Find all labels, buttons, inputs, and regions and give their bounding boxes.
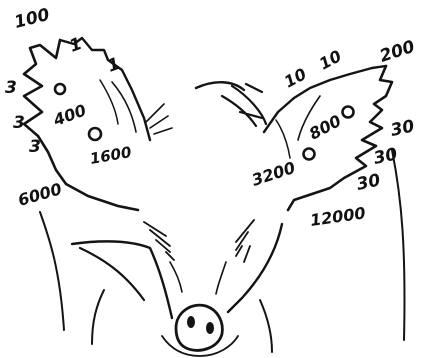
head-right-neck (260, 300, 272, 352)
right-rim-label-notch-30a: 30 (389, 116, 416, 141)
head-right-side (392, 150, 405, 340)
left-rim-label-notch-3c: 3 (29, 137, 41, 157)
left-nostril (187, 316, 195, 328)
cheek-wrinkles (170, 262, 226, 294)
right-spot-label-lower: 3200 (249, 158, 297, 190)
right-rim-label-notch-10b: 10 (316, 46, 345, 73)
left-ear-hair-tuft (146, 104, 172, 134)
right-rim-label-notch-10a: 10 (281, 64, 310, 91)
head-left-cheek (72, 241, 172, 318)
left-rim-label-notch-3a: 3 (5, 78, 17, 98)
left-rim-label-top: 100 (12, 5, 51, 33)
snout (162, 305, 238, 356)
left-ear-spot-lower (89, 128, 101, 140)
right-rim-label-top: 200 (377, 37, 417, 67)
head-right-cheek (228, 224, 282, 312)
left-rim-label-notch-1b: 1 (105, 54, 123, 77)
right-spot-label-upper: 800 (306, 111, 344, 143)
right-ear-vein-2 (276, 120, 290, 158)
snout-lower-lip (162, 336, 238, 356)
right-rim-label-notch-30c: 30 (355, 170, 382, 195)
left-rim-label-tip: 6000 (16, 179, 64, 210)
left-spot-label-lower: 1600 (89, 143, 133, 168)
right-nostril (206, 322, 214, 334)
brow-strokes-left (144, 222, 174, 260)
right-ear-spot-upper (343, 107, 354, 118)
brow-strokes-right (236, 220, 254, 262)
snout-disc (176, 305, 222, 350)
left-ear-spot-upper (55, 84, 65, 94)
right-ear-spot-lower (304, 149, 315, 160)
right-ear-labels: 10 10 200 30 30 30 12000 800 3200 (249, 37, 417, 230)
head-left-jowl (80, 248, 144, 300)
right-rim-label-tip: 12000 (309, 203, 367, 230)
head-left-side (40, 212, 64, 330)
left-spot-label-upper: 400 (50, 100, 89, 130)
head-left-neck (92, 290, 104, 344)
left-rim-label-notch-3b: 3 (13, 113, 25, 133)
